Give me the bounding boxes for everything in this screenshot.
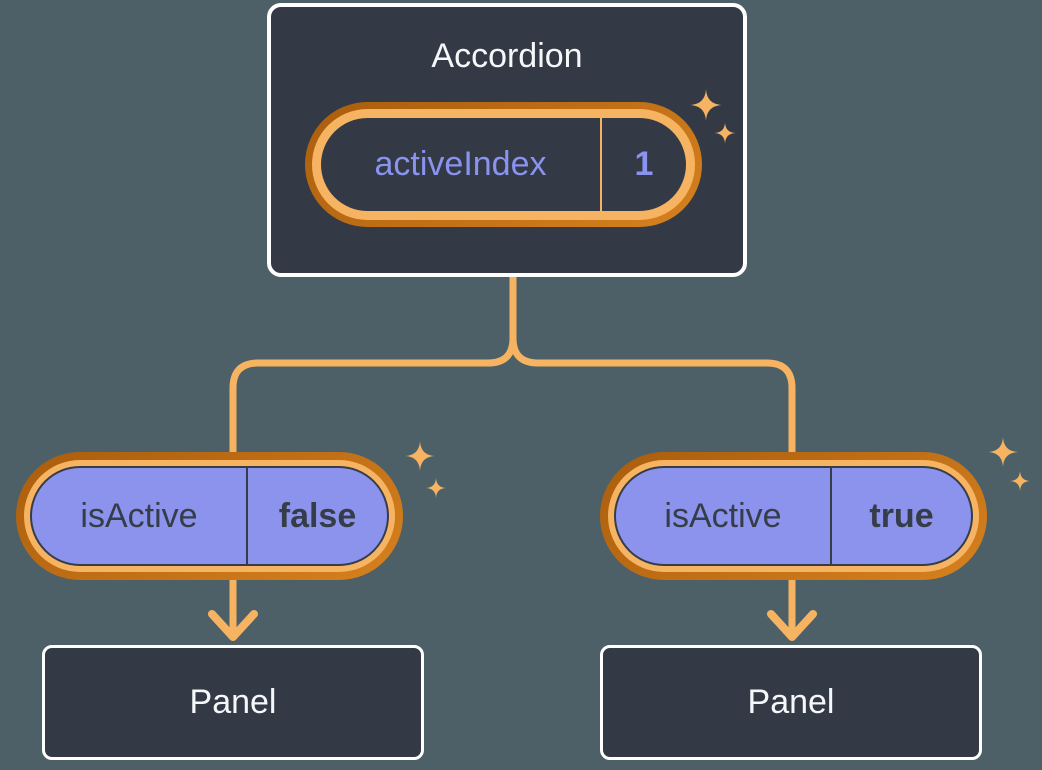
activeindex-state-pill: activeIndex 1 xyxy=(305,102,702,227)
prop-pill-label: isActive xyxy=(80,496,198,535)
isactive-prop-pill-left: isActive false xyxy=(16,452,403,580)
prop-pill-body: isActive false xyxy=(30,466,389,566)
prop-pill-label: isActive xyxy=(664,496,782,535)
prop-pill-value: true xyxy=(869,496,934,535)
sparkle-icon xyxy=(988,437,1018,467)
state-pill-divider xyxy=(600,118,602,211)
prop-pill-glow-ring: isActive false xyxy=(24,460,395,572)
isactive-prop-pill-right: isActive true xyxy=(600,452,987,580)
state-pill-label: activeIndex xyxy=(374,145,547,183)
sparkle-icon xyxy=(405,441,435,471)
sparkle-icon xyxy=(1010,471,1030,491)
sparkles-left-pill xyxy=(405,441,446,498)
panel-title: Panel xyxy=(747,683,835,721)
state-pill-value: 1 xyxy=(634,145,654,183)
prop-pill-body: isActive true xyxy=(614,466,973,566)
prop-pill-glow-ring: isActive true xyxy=(608,460,979,572)
panel-box-left: Panel xyxy=(42,645,424,760)
accordion-title: Accordion xyxy=(431,37,583,75)
prop-pill-divider xyxy=(830,468,832,564)
arrow-down-icon xyxy=(208,610,258,641)
sparkles-right-pill xyxy=(988,437,1030,491)
state-pill-body: activeIndex 1 xyxy=(321,118,686,211)
panel-box-right: Panel xyxy=(600,645,982,760)
sparkle-icon xyxy=(426,478,446,498)
prop-pill-divider xyxy=(246,468,248,564)
prop-pill-value: false xyxy=(278,496,357,535)
state-pill-glow-ring: activeIndex 1 xyxy=(312,109,695,220)
arrow-down-icon xyxy=(767,610,817,641)
panel-title: Panel xyxy=(189,683,277,721)
